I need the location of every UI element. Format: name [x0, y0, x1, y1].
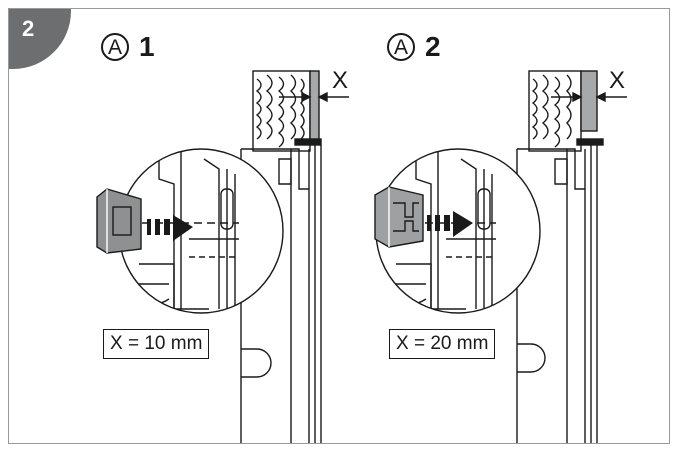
- panel-1-drawing: [96, 70, 349, 443]
- clip-part-1: [96, 188, 142, 254]
- motion-arrow-2: [427, 211, 473, 237]
- measurement-box-1: X = 10 mm: [103, 329, 210, 359]
- hinge-plate-1: [294, 138, 322, 146]
- hinge-plate-2: [576, 138, 604, 146]
- dimension-x-2: [551, 91, 627, 103]
- measurement-box-2: X = 20 mm: [389, 329, 496, 359]
- dimension-label-1: X: [332, 67, 349, 94]
- dimension-x-1: [279, 91, 349, 103]
- zoom-circle-1: [118, 148, 284, 314]
- circled-a-icon: A: [101, 33, 129, 61]
- installation-diagram: [96, 70, 627, 443]
- panel-1-title: A 1: [101, 31, 155, 63]
- wood-leaf-2: [528, 70, 582, 152]
- clip-part-2: [374, 186, 424, 248]
- frame-profile-1: [240, 145, 322, 443]
- panel-2-title: A 2: [387, 31, 441, 63]
- wood-leaf-1: [252, 70, 311, 152]
- panel-2-number: 2: [425, 31, 441, 62]
- gap-strip-1: [309, 70, 320, 142]
- panel-2-drawing: [374, 70, 627, 443]
- instruction-frame: 2 A 1 A 2 X X X = 10 mm X = 20 mm: [8, 8, 670, 444]
- dimension-label-2: X: [609, 67, 626, 94]
- circled-a-icon: A: [387, 33, 415, 61]
- step-number: 2: [22, 16, 35, 41]
- gap-strip-2: [580, 70, 598, 132]
- panel-1-number: 1: [139, 31, 155, 62]
- motion-arrow-1: [147, 215, 193, 241]
